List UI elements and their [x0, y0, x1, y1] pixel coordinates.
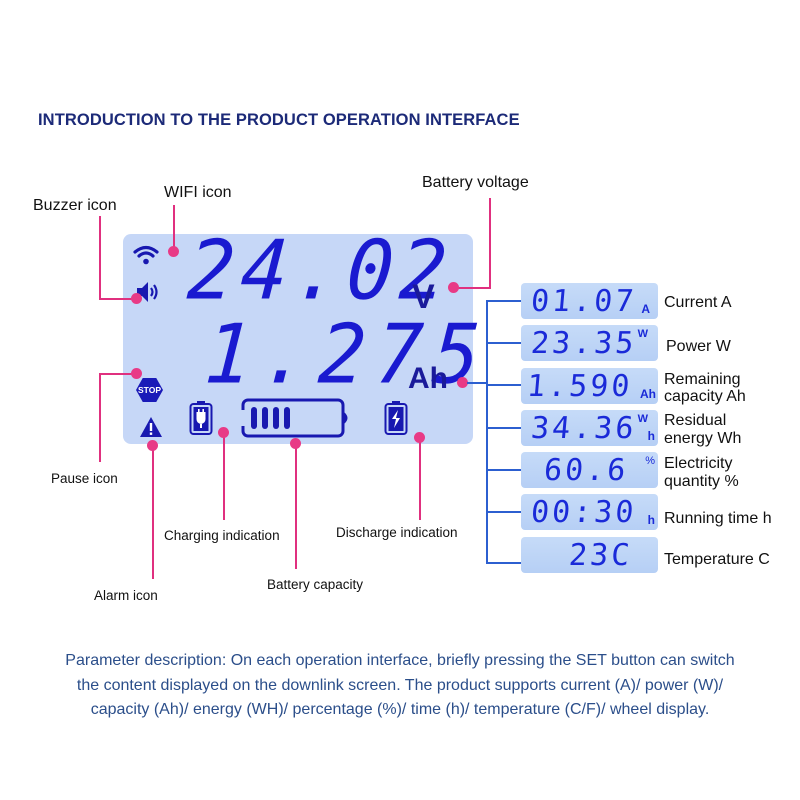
percentage-unit: % — [645, 455, 655, 467]
stop-icon: STOP — [136, 378, 163, 402]
temperature-label: Temperature C — [664, 551, 770, 568]
remaining-capacity-unit: Ah — [640, 387, 656, 401]
callout-buzzer-label: Buzzer icon — [33, 197, 117, 214]
pause-callout-line-h — [99, 373, 137, 375]
plug-icon — [189, 401, 213, 435]
main-lcd-panel — [123, 234, 473, 444]
parameter-description: Parameter description: On each operation… — [65, 652, 735, 718]
battery-capacity-callout-dot — [290, 438, 301, 449]
speaker-icon — [137, 282, 158, 302]
running-time-label: Running time h — [664, 510, 772, 527]
bracket-tick — [486, 562, 521, 564]
callout-discharge-label: Discharge indication — [336, 525, 458, 540]
energy-unit-bottom: h — [647, 429, 655, 443]
running-time-unit: h — [647, 513, 655, 527]
sub-display-current: 01.07 A — [521, 283, 658, 319]
voltage-callout-dot — [448, 282, 459, 293]
remaining-capacity-label-1: Remaining — [664, 371, 741, 388]
percentage-value: 60.6 — [542, 453, 630, 488]
remaining-capacity-value: 1.590 — [525, 369, 634, 404]
bracket-tick — [486, 342, 521, 344]
page-title: INTRODUCTION TO THE PRODUCT OPERATION IN… — [38, 111, 520, 129]
energy-label-2: energy Wh — [664, 430, 742, 447]
current-unit: A — [641, 302, 650, 316]
bracket-tick — [486, 427, 521, 429]
buzzer-callout-dot — [131, 293, 142, 304]
charging-callout-dot — [218, 427, 229, 438]
voltage-callout-line-h — [456, 287, 491, 289]
alarm-callout-dot — [147, 440, 158, 451]
alarm-callout-line — [152, 445, 154, 579]
callout-wifi-label: WIFI icon — [164, 184, 232, 201]
callout-charging-label: Charging indication — [164, 528, 280, 543]
power-value: 23.35 — [529, 326, 638, 361]
power-label: Power W — [666, 338, 731, 355]
sub-display-power: 23.35 W — [521, 325, 658, 361]
capacity-unit: Ah — [408, 362, 448, 395]
callout-battery-voltage-label: Battery voltage — [422, 174, 529, 191]
pause-callout-line — [99, 373, 101, 462]
callout-pause-label: Pause icon — [51, 471, 118, 486]
bracket-tick — [486, 469, 521, 471]
percentage-label-2: quantity % — [664, 473, 739, 490]
energy-unit-top: W — [637, 413, 648, 425]
sub-display-energy: 34.36 W h — [521, 410, 658, 446]
voltage-callout-line — [489, 198, 491, 288]
bracket-connector — [467, 382, 487, 384]
bracket-tick — [486, 300, 521, 302]
capacity-readout: 1.275 — [201, 307, 493, 403]
lightning-icon — [384, 401, 408, 435]
battery-icon — [241, 398, 348, 438]
running-time-value: 00:30 — [529, 495, 638, 530]
wifi-callout-dot — [168, 246, 179, 257]
buzzer-callout-line — [99, 216, 101, 299]
pause-callout-dot — [131, 368, 142, 379]
bracket-vertical — [486, 300, 488, 564]
remaining-capacity-label-2: capacity Ah — [664, 388, 746, 405]
buzzer-callout-line-h — [99, 298, 135, 300]
current-label: Current A — [664, 294, 732, 311]
charging-callout-line — [223, 432, 225, 520]
energy-label-1: Residual — [664, 412, 727, 429]
percentage-label-1: Electricity — [664, 455, 733, 472]
capacity-callout-dot — [457, 377, 468, 388]
power-unit: W — [637, 328, 648, 340]
sub-display-time: 00:30 h — [521, 494, 658, 530]
discharge-callout-line — [419, 440, 421, 520]
current-value: 01.07 — [529, 284, 638, 319]
callout-alarm-label: Alarm icon — [94, 588, 158, 603]
callout-battery-capacity-label: Battery capacity — [267, 577, 364, 592]
voltage-unit: V — [412, 278, 435, 316]
bracket-tick — [486, 384, 521, 386]
bracket-tick — [486, 511, 521, 513]
discharge-callout-dot — [414, 432, 425, 443]
temperature-value: 23C — [567, 538, 634, 573]
battery-capacity-callout-line — [295, 444, 297, 569]
wifi-icon — [133, 245, 159, 265]
sub-display-temperature: 23C — [521, 537, 658, 573]
energy-value: 34.36 — [529, 411, 638, 446]
wifi-callout-line — [173, 205, 175, 250]
sub-display-percentage: 60.6 % — [521, 452, 658, 488]
alarm-icon — [140, 417, 162, 437]
sub-display-capacity: 1.590 Ah — [521, 368, 658, 404]
